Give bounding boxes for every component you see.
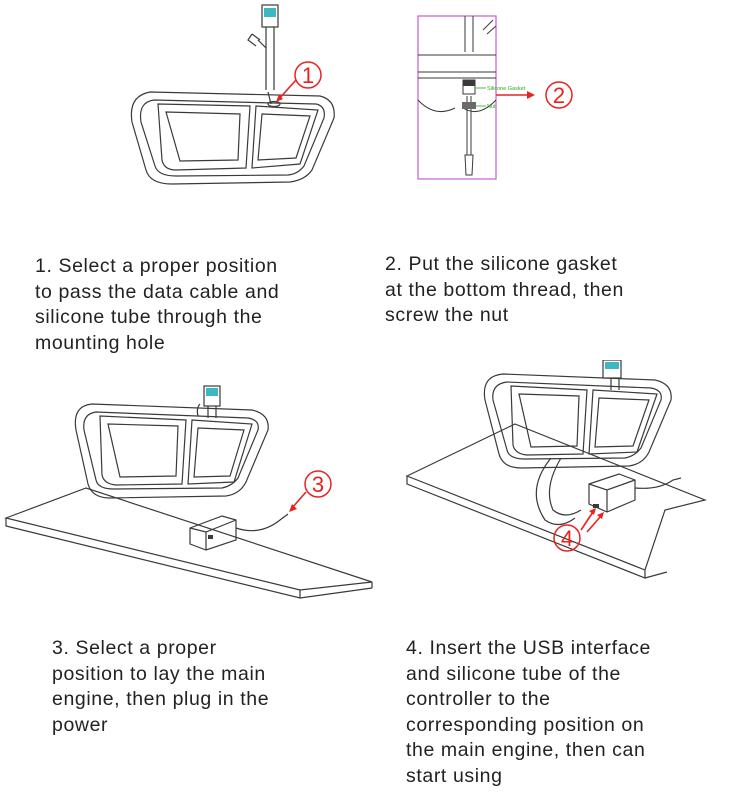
step-1-illustration: 1 (0, 0, 375, 250)
gasket-callout: Silicone Gasket (487, 86, 526, 92)
nut-callout: Nut (487, 104, 496, 110)
caption-line: start using (406, 764, 651, 790)
caption-line: silicone tube through the (35, 305, 279, 331)
caption-line: and silicone tube of the (406, 662, 651, 688)
step-2-illustration: Silicone Gasket Nut 2 (375, 0, 750, 250)
caption-line: engine, then plug in the (52, 687, 269, 713)
step-4-illustration: 4 (375, 360, 750, 600)
step-3-panel: 3 3. Select a proper position to lay the… (0, 360, 375, 792)
step-4-marker: 4 (561, 526, 573, 551)
caption-line: 4. Insert the USB interface (406, 636, 651, 662)
caption-line: corresponding position on (406, 713, 651, 739)
caption-line: at the bottom thread, then (385, 278, 624, 304)
caption-line: controller to the (406, 687, 651, 713)
step-3-illustration: 3 (0, 360, 375, 600)
caption-line: 3. Select a proper (52, 636, 269, 662)
step-3-caption: 3. Select a proper position to lay the m… (52, 636, 269, 738)
step-4-panel: 4 4. Insert the USB interface and silico… (375, 360, 750, 792)
caption-line: 2. Put the silicone gasket (385, 252, 624, 278)
caption-line: power (52, 713, 269, 739)
caption-line: position to lay the main (52, 662, 269, 688)
step-2-caption: 2. Put the silicone gasket at the bottom… (385, 252, 624, 329)
step-3-marker: 3 (312, 472, 324, 497)
caption-line: mounting hole (35, 331, 279, 357)
step-4-caption: 4. Insert the USB interface and silicone… (406, 636, 651, 789)
caption-line: screw the nut (385, 303, 624, 329)
caption-line: 1. Select a proper position (35, 254, 279, 280)
caption-line: to pass the data cable and (35, 280, 279, 306)
step-1-caption: 1. Select a proper position to pass the … (35, 254, 279, 356)
step-1-panel: 1 1. Select a proper position to pass th… (0, 0, 375, 360)
step-2-panel: Silicone Gasket Nut 2 2. Put the silicon… (375, 0, 750, 360)
step-1-marker: 1 (302, 63, 314, 88)
caption-line: the main engine, then can (406, 738, 651, 764)
step-2-marker: 2 (553, 83, 565, 108)
